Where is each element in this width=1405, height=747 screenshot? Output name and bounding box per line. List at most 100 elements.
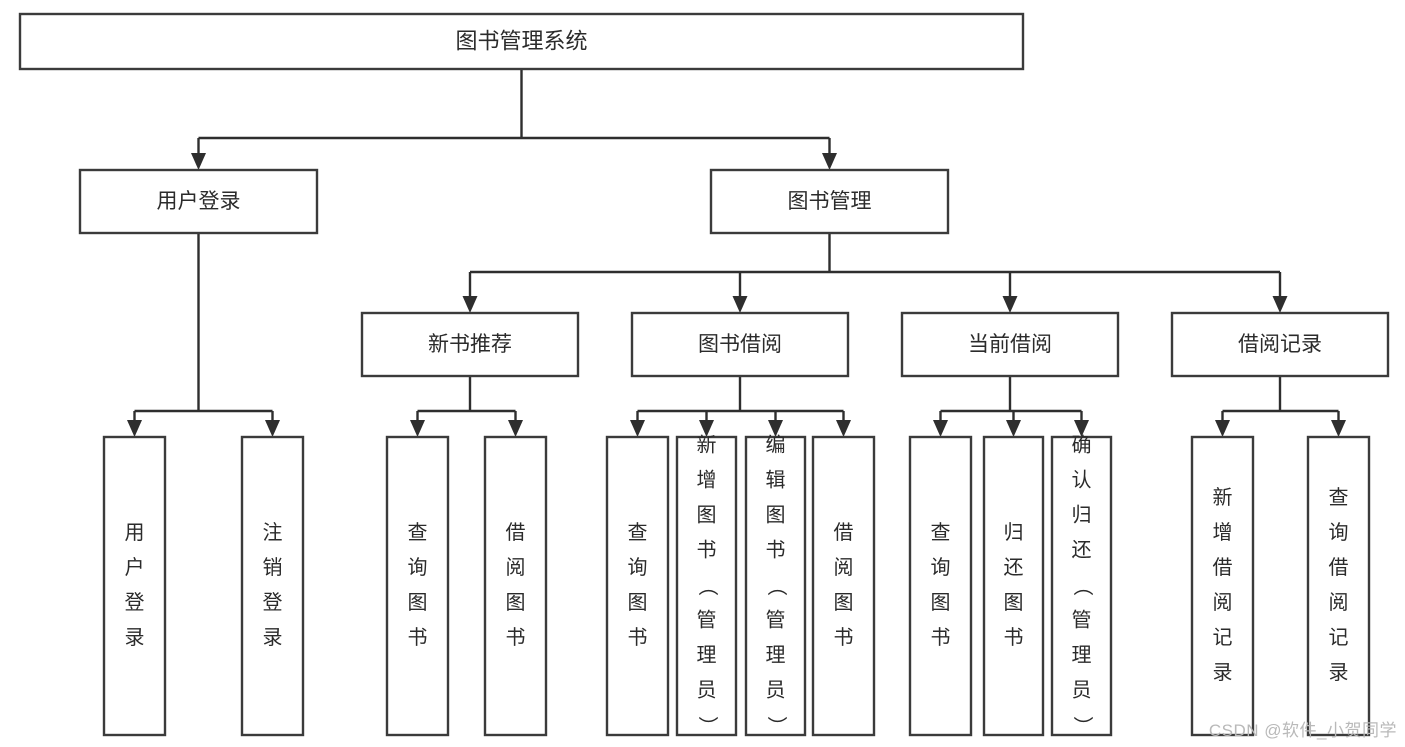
node-rect: [385, 435, 450, 737]
leaf-node-用户登录[interactable]: 用户登录: [102, 435, 167, 737]
leaf-label-char: 认: [1072, 468, 1092, 491]
leaf-label-char: 录: [263, 627, 283, 649]
leaf-label-char: 录: [1329, 662, 1349, 684]
leaf-label-char: 登: [263, 591, 283, 614]
node-rect: [605, 435, 670, 737]
node-rect: [811, 435, 876, 737]
leaf-label-char: 询: [1329, 521, 1349, 544]
level3-node-新书推荐[interactable]: 新书推荐: [360, 311, 580, 378]
leaf-label-char: 图: [697, 504, 717, 526]
leaf-label-char: 辑: [766, 468, 786, 491]
leaf-label-char: 图: [408, 592, 428, 614]
leaf-label-char: 户: [125, 556, 145, 579]
leaf-label-char: （: [1071, 576, 1094, 596]
node-layer: 图书管理系统用户登录图书管理新书推荐图书借阅当前借阅借阅记录用户登录注销登录查询…: [18, 12, 1390, 737]
leaf-label-char: 理: [766, 644, 786, 666]
leaf-label-char: 编: [766, 433, 786, 456]
leaf-link-当前借阅-1-arrowhead: [1006, 420, 1021, 437]
node-label: 借阅记录: [1238, 333, 1322, 356]
leaf-label-char: 书: [766, 538, 786, 561]
node-rect: [900, 311, 1120, 378]
node-rect: [240, 435, 305, 737]
leaf-label-char: 书: [628, 626, 648, 649]
leaf-label-char: 增: [697, 468, 717, 491]
node-rect: [908, 435, 973, 737]
leaf-link-图书借阅-3-arrowhead: [836, 420, 851, 437]
node-label: 图书管理系统: [455, 28, 587, 53]
node-rect: [78, 168, 319, 235]
node-rect: [709, 168, 950, 235]
leaf-label-char: 管: [1072, 608, 1092, 631]
leaf-link-图书借阅-0-arrowhead: [630, 420, 645, 437]
leaf-label-char: 询: [408, 556, 428, 579]
leaf-label-char: 员: [766, 679, 786, 701]
leaf-label-char: 还: [1004, 556, 1024, 579]
leaf-link-新书推荐-0-arrowhead: [410, 420, 425, 437]
node-label: 图书管理: [788, 190, 872, 213]
node-label: 图书借阅: [698, 333, 782, 356]
leaf-label-char: （: [696, 576, 719, 596]
leaf-label-char: 新: [1213, 486, 1233, 509]
node-label: 当前借阅: [968, 333, 1052, 356]
leaf-label-char: 图: [834, 592, 854, 614]
level3-node-当前借阅[interactable]: 当前借阅: [900, 311, 1120, 378]
leaf-label-char: 阅: [506, 556, 526, 579]
leaf-label-char: 图: [1004, 592, 1024, 614]
leaf-label-char: 图: [766, 504, 786, 526]
leaf-label-char: 录: [1213, 662, 1233, 684]
level3-node-图书借阅[interactable]: 图书借阅: [630, 311, 850, 378]
leaf-label-char: 新: [697, 433, 717, 456]
leaf-label-char: （: [765, 576, 788, 596]
node-label: 用户登录: [157, 190, 241, 213]
leaf-label-char: 图: [506, 592, 526, 614]
level2-node-图书管理[interactable]: 图书管理: [709, 168, 950, 235]
leaf-link-当前借阅-0-arrowhead: [933, 420, 948, 437]
leaf-label-char: 借: [834, 521, 854, 544]
level3-node-借阅记录[interactable]: 借阅记录: [1170, 311, 1390, 378]
leaf-label-char: 查: [1329, 486, 1349, 509]
leaf-label-char: 理: [697, 644, 717, 666]
leaf-label-char: 查: [408, 521, 428, 544]
level2-node-用户登录[interactable]: 用户登录: [78, 168, 319, 235]
level3-link-3-arrowhead: [1272, 296, 1288, 313]
leaf-label-char: 书: [931, 626, 951, 649]
leaf-label-char: 归: [1072, 503, 1092, 526]
leaf-label-char: 借: [1213, 556, 1233, 579]
leaf-label-char: 书: [506, 626, 526, 649]
node-rect: [360, 311, 580, 378]
node-rect: [1306, 435, 1371, 737]
leaf-label-char: 阅: [1213, 591, 1233, 614]
leaf-label-char: 记: [1329, 626, 1349, 649]
level3-link-2-arrowhead: [1002, 296, 1018, 313]
leaf-link-借阅记录-0-arrowhead: [1215, 420, 1230, 437]
leaf-label-char: 图: [628, 592, 648, 614]
leaf-label-char: 增: [1213, 521, 1233, 544]
node-rect: [483, 435, 548, 737]
leaf-label-char: 查: [931, 521, 951, 544]
node-rect: [744, 435, 807, 737]
level2-link-1-arrowhead: [822, 153, 837, 170]
leaf-label-char: 录: [125, 627, 145, 649]
leaf-link-用户登录-1-arrowhead: [265, 420, 280, 437]
leaf-label-char: 记: [1213, 626, 1233, 649]
root-node-图书管理系统[interactable]: 图书管理系统: [18, 12, 1025, 71]
leaf-label-char: 登: [125, 591, 145, 614]
leaf-link-图书借阅-2-arrowhead: [768, 420, 783, 437]
leaf-link-图书借阅-1-arrowhead: [699, 420, 714, 437]
leaf-label-char: 员: [697, 679, 717, 701]
leaf-label-char: ）: [765, 716, 788, 736]
